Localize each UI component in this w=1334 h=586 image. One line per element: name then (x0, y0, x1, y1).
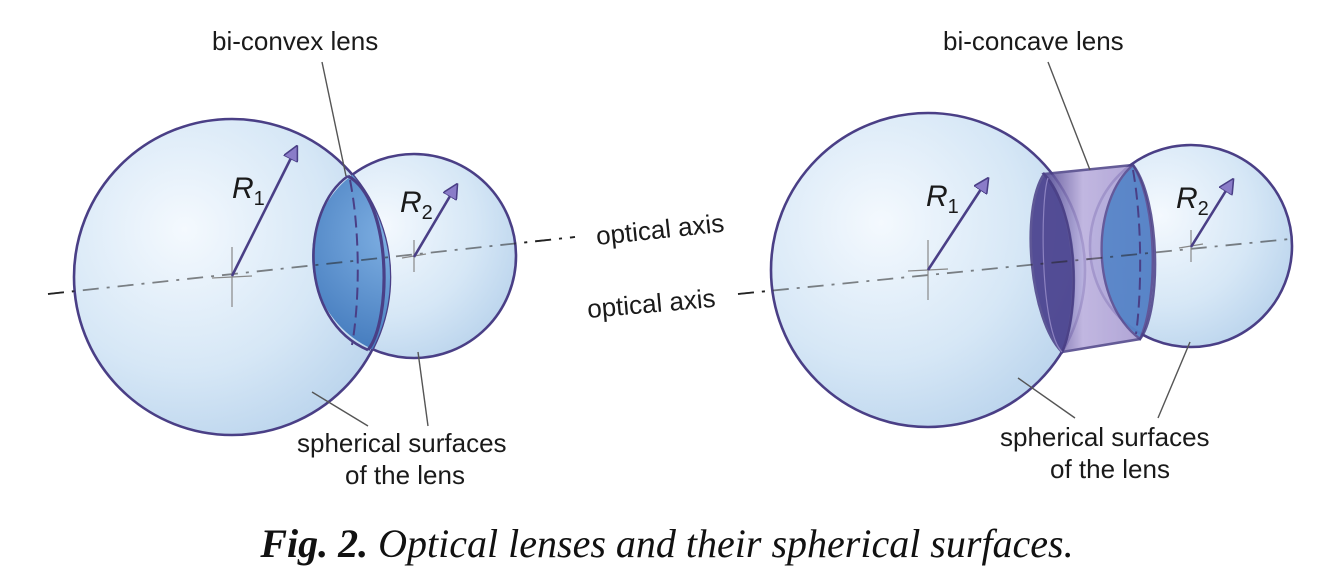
surfaces-leader-left-2 (417, 351, 429, 427)
surfaces-label-left-line1: spherical surfaces (297, 428, 507, 458)
radius-arrow-r1-left (230, 148, 296, 277)
optical-axis-label-upper: optical axis (594, 208, 725, 251)
biconvex-lens-leader (321, 61, 347, 177)
surfaces-leader-right-2 (1157, 341, 1191, 419)
r1-label-left: R1 (232, 172, 265, 210)
surfaces-label-right-line1: spherical surfaces (1000, 422, 1210, 452)
biconcave-panel: R1 R2 bi-concave lens optical axis spher… (586, 26, 1294, 484)
caption-text: Optical lenses and their spherical surfa… (378, 521, 1074, 566)
r1-label-right: R1 (926, 180, 959, 218)
radius-arrow-r1-right (926, 180, 987, 271)
biconvex-lens-label: bi-convex lens (212, 26, 378, 56)
r2-label-right: R2 (1176, 182, 1209, 220)
biconcave-lens-leader (1047, 61, 1091, 171)
center-mark-r1-left (211, 247, 253, 307)
biconvex-panel: R1 R2 bi-convex lens optical axis spheri… (47, 26, 726, 490)
surfaces-leader-right-1 (1017, 377, 1076, 419)
figure-caption: Fig. 2.Optical lenses and their spherica… (0, 520, 1334, 567)
r2-label-left: R2 (400, 186, 433, 224)
biconcave-lens-label: bi-concave lens (943, 26, 1124, 56)
surfaces-leader-left-1 (311, 391, 369, 427)
caption-fig-label: Fig. 2. (260, 521, 369, 566)
biconvex-lens (312, 154, 390, 358)
optical-lenses-figure: R1 R2 bi-convex lens optical axis spheri… (47, 26, 1294, 490)
surfaces-label-right-line2: of the lens (1050, 454, 1170, 484)
radius-arrow-r2-right (1189, 181, 1232, 248)
optical-axis-label-lower: optical axis (586, 283, 717, 324)
surfaces-label-left-line2: of the lens (345, 460, 465, 490)
radius-arrow-r2-left (412, 186, 456, 258)
